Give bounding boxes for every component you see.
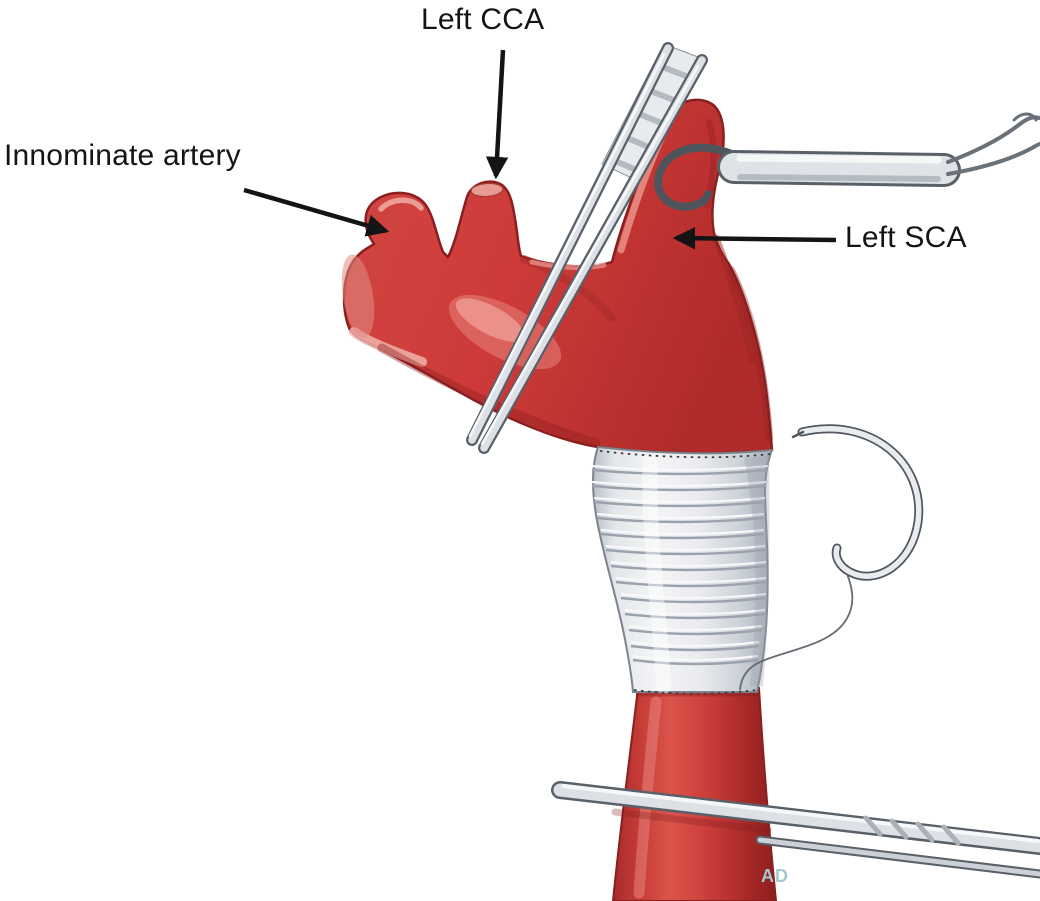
tube-wire-upper xyxy=(946,115,1040,164)
clamp-shaft-left xyxy=(468,44,672,444)
arch-top-highlight xyxy=(529,259,607,270)
arch-right-shadow xyxy=(727,266,773,442)
lower-clamp-stripe xyxy=(863,815,883,837)
left-cca-arrow xyxy=(485,49,509,180)
cross-clamp xyxy=(466,42,708,454)
graft-right-shade xyxy=(744,456,770,686)
arch-bottom-shadow xyxy=(377,343,601,448)
clamp-jaw-stripe xyxy=(657,63,694,81)
tube-body xyxy=(720,153,958,184)
lower-clamp-stripe xyxy=(889,818,909,840)
descending-aorta xyxy=(611,687,778,901)
label-left-sca: Left SCA xyxy=(845,221,967,254)
tube-top-highlight xyxy=(736,154,942,164)
lower-clamp-bar xyxy=(553,783,1040,853)
label-left-cca: Left CCA xyxy=(421,3,545,36)
vessel-hook xyxy=(654,143,744,211)
suture-thread xyxy=(739,551,854,691)
lower-clamp-bar-highlight xyxy=(562,784,1040,843)
clamp-shaft-right-highlight xyxy=(480,64,700,446)
artist-initials: AD xyxy=(761,866,789,886)
lower-clamp xyxy=(551,781,1040,879)
clamp-shaft-left-highlight xyxy=(468,52,666,438)
tube-wire-lower xyxy=(946,142,1040,176)
vessel-loop-instrument xyxy=(654,112,1040,211)
lower-clamp-rod xyxy=(757,837,1040,877)
sca-base-crease xyxy=(712,234,756,364)
innominate-highlight xyxy=(378,197,424,212)
lower-clamp-stripe xyxy=(915,821,935,843)
graft-ribs xyxy=(591,464,769,666)
left-sca-arrow xyxy=(672,226,837,250)
tube-bottom-shade xyxy=(737,174,941,182)
needle-outline xyxy=(797,424,924,581)
label-innominate-artery: Innominate artery xyxy=(4,139,241,172)
suture-line-top xyxy=(599,450,771,459)
innominate-arrow xyxy=(243,187,390,237)
needle-body xyxy=(799,426,922,579)
arch-sheen-bright xyxy=(455,298,525,342)
needle-tip xyxy=(791,430,805,439)
annotation-arrows xyxy=(243,49,837,250)
suture-needle xyxy=(791,424,924,581)
vascular-graft xyxy=(591,445,774,695)
cca-cut-face xyxy=(470,182,504,198)
stump-cut-face xyxy=(341,254,375,338)
tube-wire-curl xyxy=(1012,112,1038,122)
graft-center-highlight xyxy=(642,454,672,694)
lower-clamp-stripe xyxy=(941,824,961,846)
lower-clamp-shadow xyxy=(611,808,772,834)
